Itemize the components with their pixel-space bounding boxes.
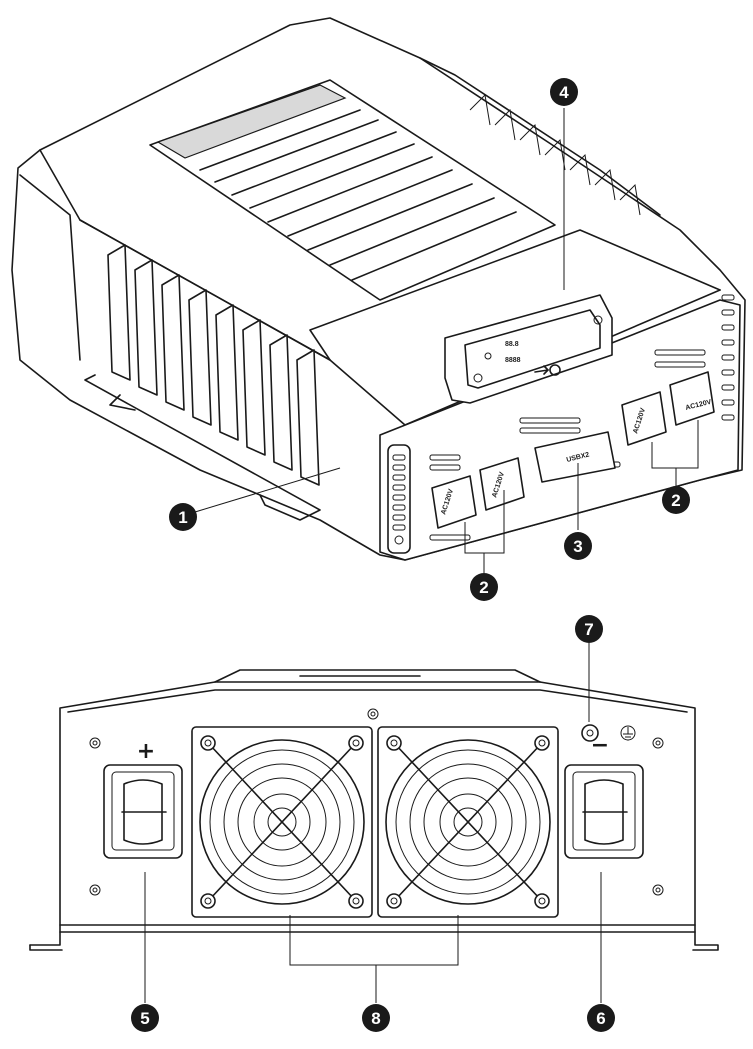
display-digits-bottom: 8888 — [505, 357, 521, 364]
ac-outlet-left-1: AC120V — [431, 475, 477, 529]
cooling-fan-right — [377, 726, 559, 918]
top-fins — [199, 109, 517, 281]
callout-3: 3 — [564, 532, 592, 560]
svg-text:8: 8 — [371, 1009, 380, 1028]
minus-symbol: − — [591, 733, 609, 758]
svg-text:4: 4 — [559, 83, 569, 102]
rear-view: + − — [29, 615, 719, 1032]
leader-lines-bottom — [144, 643, 602, 1003]
positive-terminal: + — [103, 739, 183, 859]
usb-ports: USBX2 — [534, 431, 616, 483]
back-fins — [469, 93, 641, 216]
side-fins — [107, 244, 320, 486]
power-button-icon[interactable] — [534, 364, 561, 376]
isometric-view: 88.8 8888 AC120V AC120V USBX2 AC120V — [11, 17, 746, 601]
display-digits-top: 88.8 — [505, 341, 519, 348]
callout-4: 4 — [550, 78, 578, 106]
ac-outlet-right-1: AC120V — [621, 391, 667, 446]
ac-outlet-left-2: AC120V — [479, 457, 525, 511]
top-heatsink-panel — [149, 79, 556, 301]
lcd-display-panel: 88.8 8888 — [444, 294, 613, 404]
svg-text:7: 7 — [584, 620, 593, 639]
callout-5: 5 — [131, 1004, 159, 1032]
callout-1: 1 — [169, 503, 197, 531]
ground-icon — [620, 725, 636, 741]
ac-outlet-right-2: AC120V — [669, 371, 715, 426]
callout-8: 8 — [362, 1004, 390, 1032]
plus-symbol: + — [137, 739, 155, 764]
svg-text:5: 5 — [140, 1009, 149, 1028]
housing-screws — [89, 708, 664, 896]
svg-text:3: 3 — [573, 537, 582, 556]
front-vents-left — [387, 444, 411, 554]
svg-text:6: 6 — [596, 1009, 605, 1028]
cooling-fan-left — [191, 726, 373, 918]
leader-lines-top — [194, 108, 699, 573]
front-vents-right — [721, 294, 735, 421]
svg-text:2: 2 — [671, 491, 680, 510]
svg-text:1: 1 — [178, 508, 187, 527]
callout-6: 6 — [587, 1004, 615, 1032]
callout-7: 7 — [575, 615, 603, 643]
svg-text:2: 2 — [479, 578, 488, 597]
negative-terminal: − — [564, 733, 644, 859]
ground-terminal — [581, 724, 599, 742]
callout-2-left: 2 — [470, 573, 498, 601]
callout-2-right: 2 — [662, 486, 690, 514]
